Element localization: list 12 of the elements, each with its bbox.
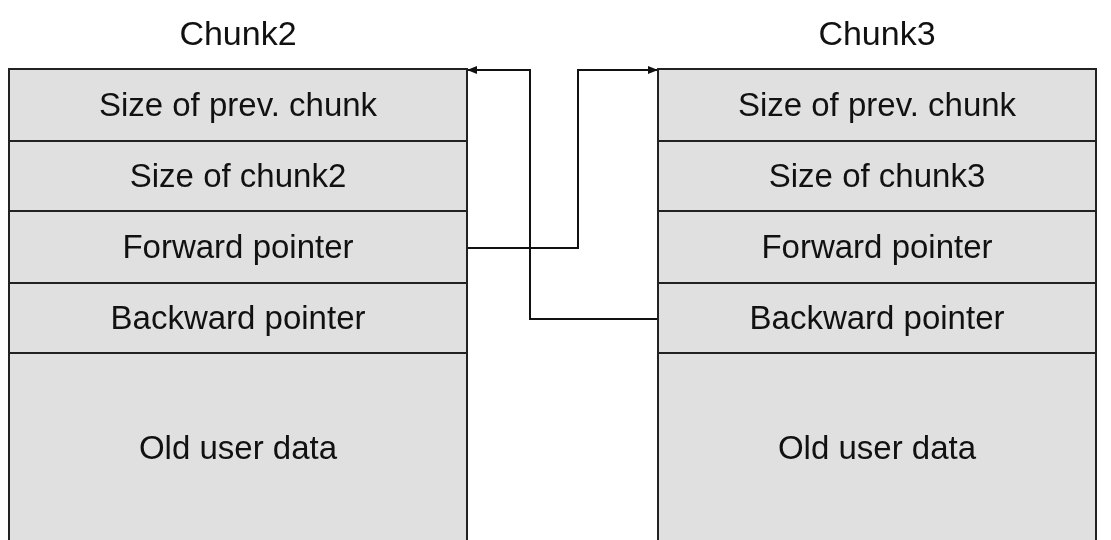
field-label: Old user data — [777, 429, 977, 467]
chunk-title: Chunk2 — [178, 14, 298, 53]
field-label: Size of chunk2 — [129, 157, 347, 195]
field-label: Old user data — [138, 429, 338, 467]
field-label: Forward pointer — [761, 228, 993, 266]
field-label: Size of prev. chunk — [737, 86, 1017, 124]
field-label: Forward pointer — [122, 228, 354, 266]
field-label: Backward pointer — [110, 299, 366, 337]
field-label: Size of chunk3 — [768, 157, 986, 195]
field-label: Backward pointer — [749, 299, 1005, 337]
field-label: Size of prev. chunk — [98, 86, 378, 124]
chunk-title: Chunk3 — [817, 14, 937, 53]
